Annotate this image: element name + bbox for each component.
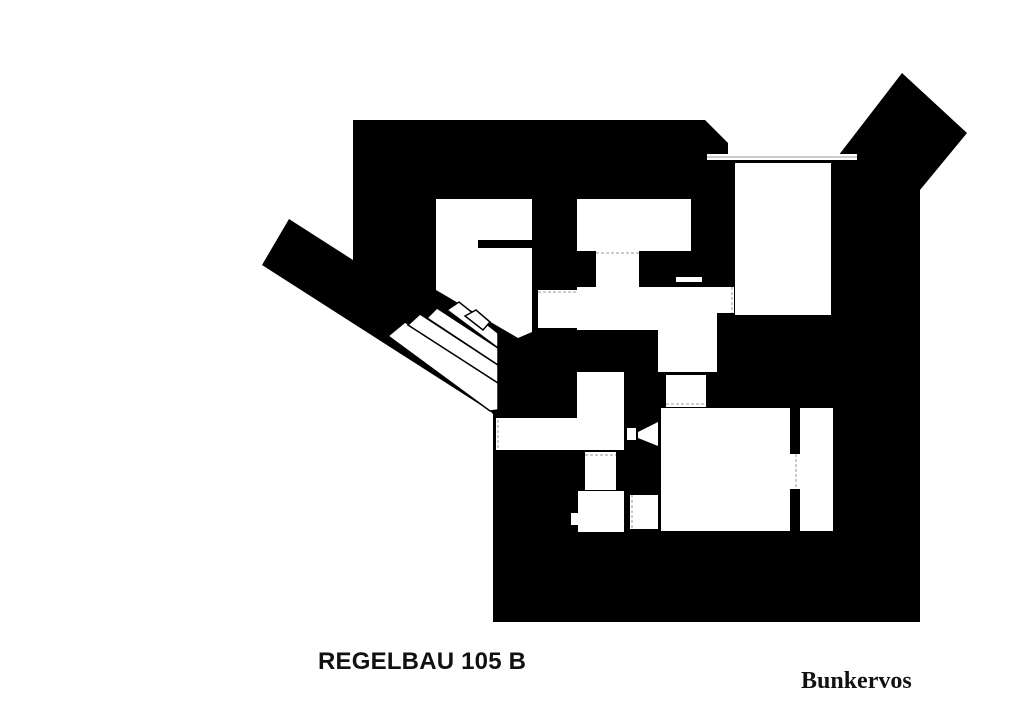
passage-south: [666, 375, 706, 407]
room-north: [577, 199, 691, 251]
room-northwest-wall-stub: [478, 240, 532, 248]
embrasure-slit: [707, 154, 857, 160]
room-south-main: [661, 408, 790, 531]
entrance-steps: [386, 301, 499, 412]
passage-north: [596, 251, 639, 287]
door-east: [717, 287, 734, 313]
door-east-narrow: [789, 454, 800, 489]
room-east-narrow: [800, 408, 833, 531]
room-south-small: [630, 495, 658, 529]
corridor-central: [577, 287, 717, 372]
door-southwest-stub: [571, 513, 578, 525]
room-west-l: [496, 372, 624, 450]
credit-label: Bunkervos: [801, 668, 912, 694]
room-southwest: [578, 491, 624, 532]
bunker-outer-walls: [262, 73, 967, 622]
door-vent: [627, 422, 658, 446]
room-east: [735, 163, 831, 315]
vent-marker: [676, 277, 702, 282]
plan-title: REGELBAU 105 B: [318, 648, 527, 675]
door-west: [538, 290, 577, 328]
passage-southwest: [585, 452, 616, 490]
